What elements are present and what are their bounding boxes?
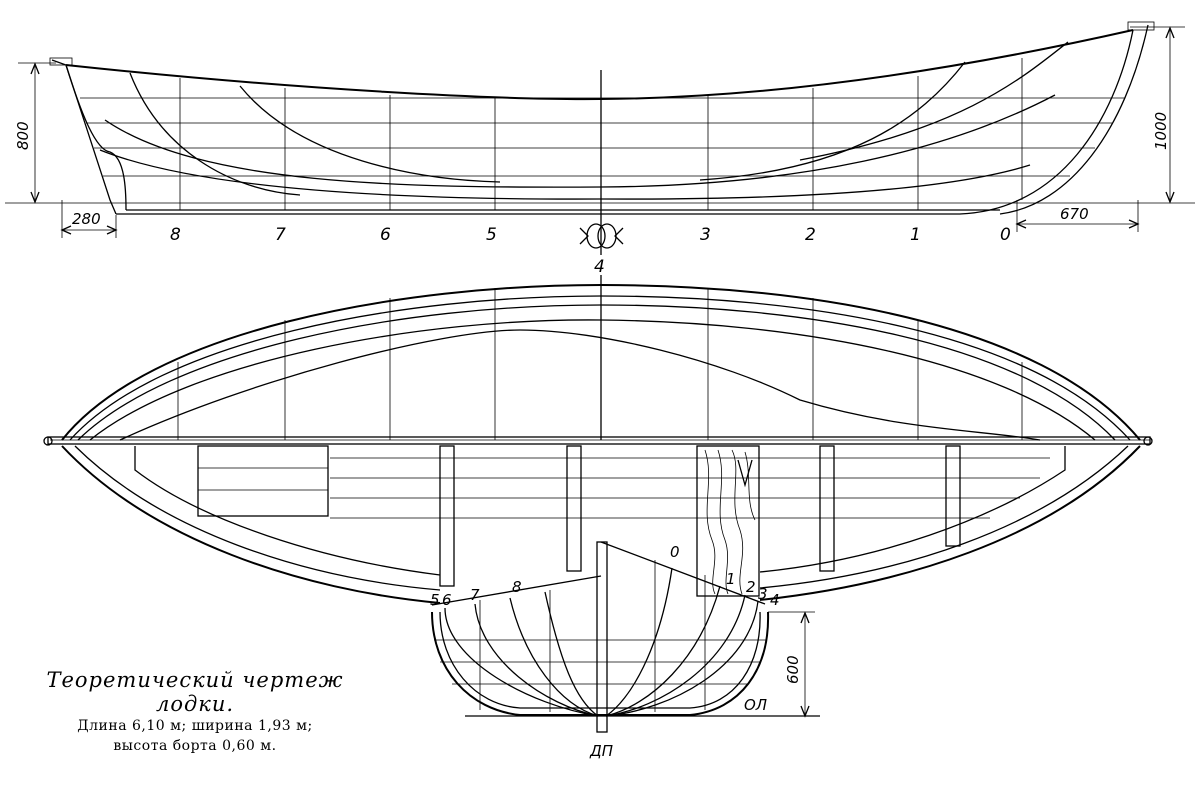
svg-text:1000: 1000 [1152,112,1170,150]
caption-title-line1: Теоретический чертеж [46,668,344,692]
svg-text:600: 600 [784,655,802,684]
dimension-body-depth: 600 [768,611,815,718]
profile-view: 8 7 6 5 4 3 2 1 0 800 1000 28 [5,21,1195,277]
hull-thwart [945,445,961,547]
half-breadth-plan [43,275,1153,446]
body-station-curve [474,603,599,717]
profile-buttock-line [239,85,501,183]
hull-thwart [566,445,582,572]
drawing-caption: Теоретический чертеж лодки. Длина 6,10 м… [20,668,370,756]
svg-text:800: 800 [14,121,32,150]
plan-stern-knob [43,436,53,446]
svg-text:670: 670 [1060,205,1089,223]
body-station-curve [605,594,746,717]
body-station-curve [605,600,759,717]
profile-buttock-line [129,72,301,196]
dimension-stern-height: 800 [14,62,56,204]
caption-spec-line1: Длина 6,10 м; ширина 1,93 м; [77,718,313,734]
profile-bow-inner [999,24,1149,215]
plan-waterline-curve [69,295,1131,441]
body-station-curve [444,607,599,717]
plan-gunwale-strip [47,436,1151,445]
body-station-label: 7 [470,586,480,604]
profile-buttock-line [99,149,1031,200]
body-deck-line-fwd [600,541,766,605]
hull-interior-view [61,445,1141,604]
profile-station-label: 0 [1000,225,1011,245]
dimension-bow-height: 1000 [1130,26,1185,204]
profile-station-label: 8 [170,225,181,245]
hull-thwart [819,445,835,572]
body-baseline-label: ОЛ [744,696,767,714]
body-hull-inner [439,611,761,709]
caption-title-line2: лодки. [155,692,235,716]
profile-buttock-line [799,41,1069,161]
body-hull-outline [431,611,770,716]
body-plan: 5 6 7 8 0 1 2 3 4 ОЛ ДП 600 [430,541,820,760]
hull-outer-outline [61,445,1141,604]
body-station-label: 3 [758,585,768,603]
profile-station-label: 3 [700,225,711,245]
profile-bow-cap [1127,21,1155,31]
profile-sheer-line [65,29,1134,101]
body-station-curve [509,597,599,717]
profile-bow-outer [959,29,1134,215]
hull-mast-step [696,445,760,597]
dimension-stern-overhang: 280 [60,200,118,238]
profile-stern-cap [49,57,73,66]
hull-mast-step-notch [737,459,753,488]
hull-stern-seat [197,445,329,517]
profile-buttock-line [699,61,966,181]
svg-text:280: 280 [72,210,101,228]
profile-station-label: 6 [380,225,391,245]
body-station-label: 6 [442,591,452,609]
profile-stern-inner [65,64,127,211]
plan-waterline-curve [119,329,1041,441]
profile-buttock-line [104,94,1056,188]
body-station-label: 2 [746,578,756,596]
dimension-bow-overhang: 670 [1015,200,1140,232]
body-station-label: 0 [670,543,680,561]
body-centerline-label: ДП [589,742,613,760]
body-station-curve [605,567,673,717]
body-station-curve [605,585,721,717]
profile-station-label: 5 [486,225,497,245]
body-station-curve [544,591,599,717]
body-center-post [596,541,608,733]
midship-symbol [579,223,624,249]
body-station-label: 5 [430,591,440,609]
profile-station-label: 1 [910,225,921,245]
profile-station-label: 4 [594,257,605,277]
profile-stern-outer [51,59,117,215]
profile-station-label: 2 [805,225,816,245]
body-station-label: 8 [512,578,522,596]
body-station-label: 1 [726,570,736,588]
hull-thwart [439,445,455,587]
caption-spec-line2: высота борта 0,60 м. [113,738,277,754]
body-station-label: 4 [770,591,780,609]
plan-waterline-curve [89,319,1096,441]
body-deck-line-aft [431,575,602,606]
hull-inner-outline [74,445,1129,591]
hull-wood-grain [704,449,756,595]
plan-sheer-outline [61,283,1141,441]
hull-inner-liner [134,446,1066,576]
plan-waterline-curve [77,304,1116,441]
plan-bow-knob [1143,436,1153,446]
profile-station-label: 7 [275,225,286,245]
